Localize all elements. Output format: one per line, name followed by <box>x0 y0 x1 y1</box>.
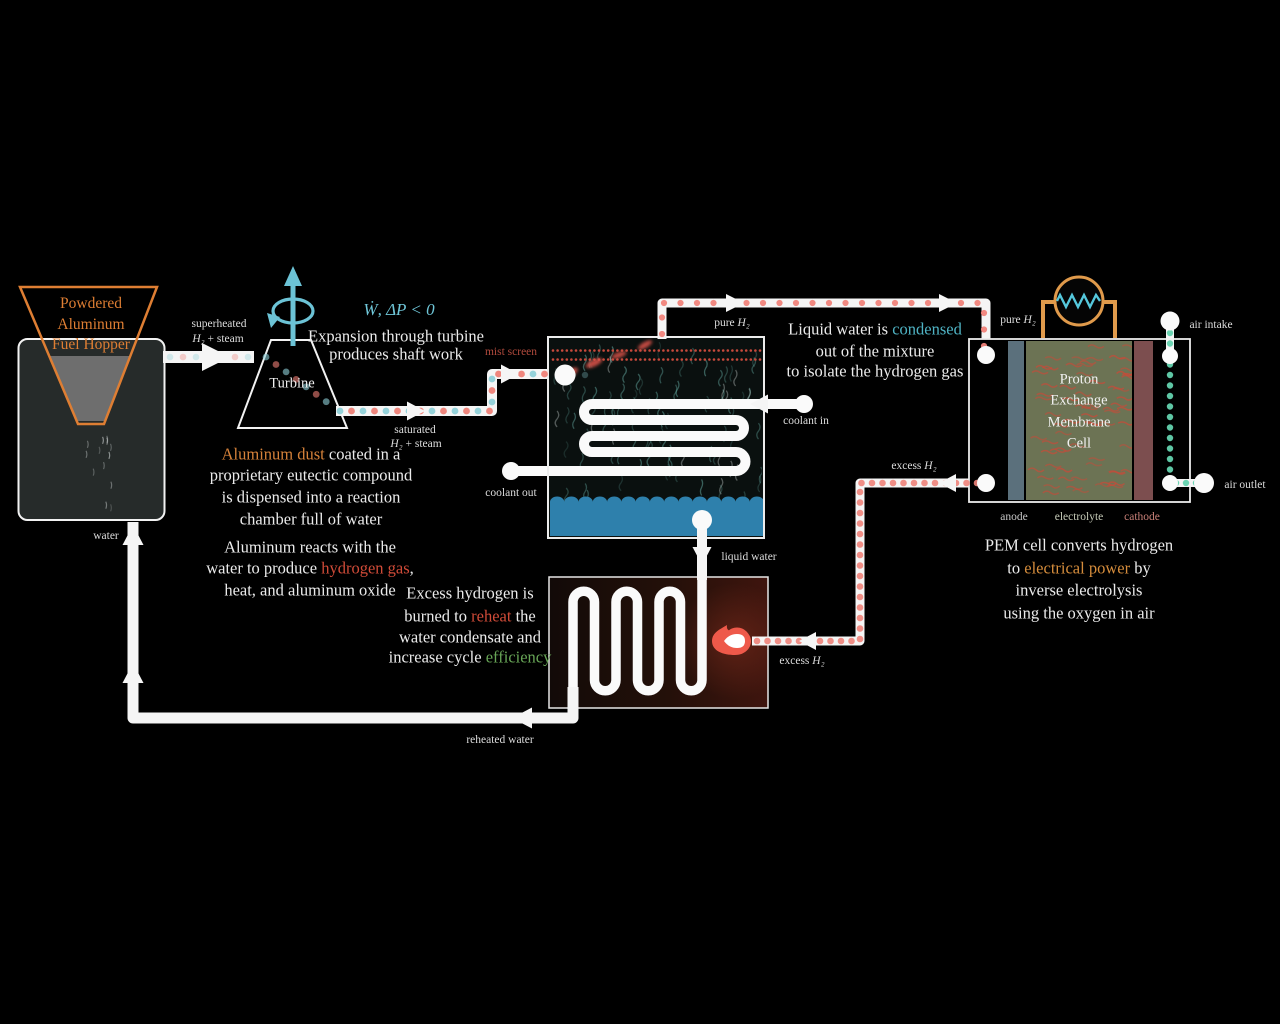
label-coolant-in: coolant in <box>783 414 829 427</box>
burner-text-line3: water condensate and <box>398 627 542 647</box>
label-liquid-water: liquid water <box>721 550 777 563</box>
reaction-text-line1: Aluminum reacts with the <box>224 537 396 557</box>
shaft-rotation-icon <box>267 266 315 346</box>
reaction-chamber <box>17 338 166 521</box>
pipe-terminals <box>502 311 1214 530</box>
pem-cell-line2: Exchange <box>1050 392 1108 409</box>
label-pure-h2-pem: pure H₂ <box>1000 313 1036 326</box>
condenser-box <box>511 336 798 539</box>
hopper-title-line1: Powdered <box>60 294 122 312</box>
aluminum-text-line4: chamber full of water <box>239 509 383 529</box>
pem-cell-line4: Cell <box>1066 435 1092 452</box>
label-superheated: superheated <box>191 317 247 330</box>
pem-text-line4: using the oxygen in air <box>1003 603 1155 623</box>
label-water: water <box>93 529 119 542</box>
fuel-hopper-icon <box>18 285 159 426</box>
hopper-title-line3: Fuel Hopper <box>52 335 130 353</box>
falling-aluminum-particles <box>85 435 113 512</box>
label-turbine: Turbine <box>269 375 315 392</box>
burner-text-line1: Excess hydrogen is <box>406 583 534 603</box>
condenser-coil <box>511 399 798 476</box>
label-cathode: cathode <box>1124 510 1160 523</box>
hopper-title-line2: Aluminum <box>57 315 125 333</box>
condense-text-line1: Liquid water is condensed <box>788 319 962 339</box>
turbine-icon <box>236 339 349 429</box>
label-saturated-formula: H₂ + steam <box>390 437 442 450</box>
load-resistor-icon <box>1041 275 1117 338</box>
cathode-strip <box>1134 341 1153 500</box>
label-excess-h2-lower: excess H₂ <box>779 654 825 667</box>
water-pool <box>550 496 765 536</box>
label-air-outlet: air outlet <box>1224 478 1266 491</box>
label-anode: anode <box>1000 510 1028 523</box>
pem-cell-line3: Membrane <box>1047 414 1111 431</box>
mist-screen-dots <box>551 349 762 361</box>
pem-text-line2: to electrical power by <box>1007 558 1151 578</box>
pem-text-line1: PEM cell converts hydrogen <box>984 535 1174 555</box>
pem-text-line3: inverse electrolysis <box>1015 580 1143 600</box>
burner-text-line2: burned to reheat the <box>404 606 536 626</box>
aluminum-text-line2: proprietary eutectic compound <box>209 465 413 485</box>
condense-text-line3: to isolate the hydrogen gas <box>786 361 964 381</box>
label-air-intake: air intake <box>1189 318 1233 331</box>
reaction-text-line3: heat, and aluminum oxide <box>224 580 396 600</box>
label-reheated-water: reheated water <box>466 733 534 746</box>
label-shaft-work-equation: Ẇ, ΔP < 0 <box>363 300 435 320</box>
aluminum-text-line3: is dispensed into a reaction <box>221 487 401 507</box>
flame-icon <box>712 625 751 655</box>
pipe-saturated <box>336 369 553 416</box>
pipe-excess-h2 <box>752 478 986 646</box>
burner-text-line4: increase cycle efficiency <box>388 647 552 667</box>
label-excess-h2-upper: excess H₂ <box>891 459 937 472</box>
label-pure-h2-condenser: pure H₂ <box>714 316 750 329</box>
label-electrolyte: electrolyte <box>1054 510 1104 523</box>
reaction-text-line2: water to produce hydrogen gas, <box>206 558 414 578</box>
electrolyte-texture <box>1027 344 1132 496</box>
label-superheated-formula: H₂ + steam <box>192 332 244 345</box>
flow-arrows <box>122 294 957 729</box>
pem-cell-line1: Proton <box>1059 371 1099 388</box>
label-mist-screen: mist screen <box>484 345 538 358</box>
label-coolant-out: coolant out <box>485 486 537 499</box>
pipe-reheated-water <box>127 522 579 724</box>
expansion-text-line1: Expansion through turbine <box>308 326 484 346</box>
pem-cell-box <box>968 338 1191 503</box>
label-saturated: saturated <box>394 423 436 436</box>
condense-text-line2: out of the mixture <box>815 341 935 361</box>
burner-coil <box>568 575 707 696</box>
anode-strip <box>1008 341 1024 500</box>
expansion-text-line2: produces shaft work <box>329 344 463 364</box>
aluminum-text-line1: Aluminum dust coated in a <box>221 444 401 464</box>
